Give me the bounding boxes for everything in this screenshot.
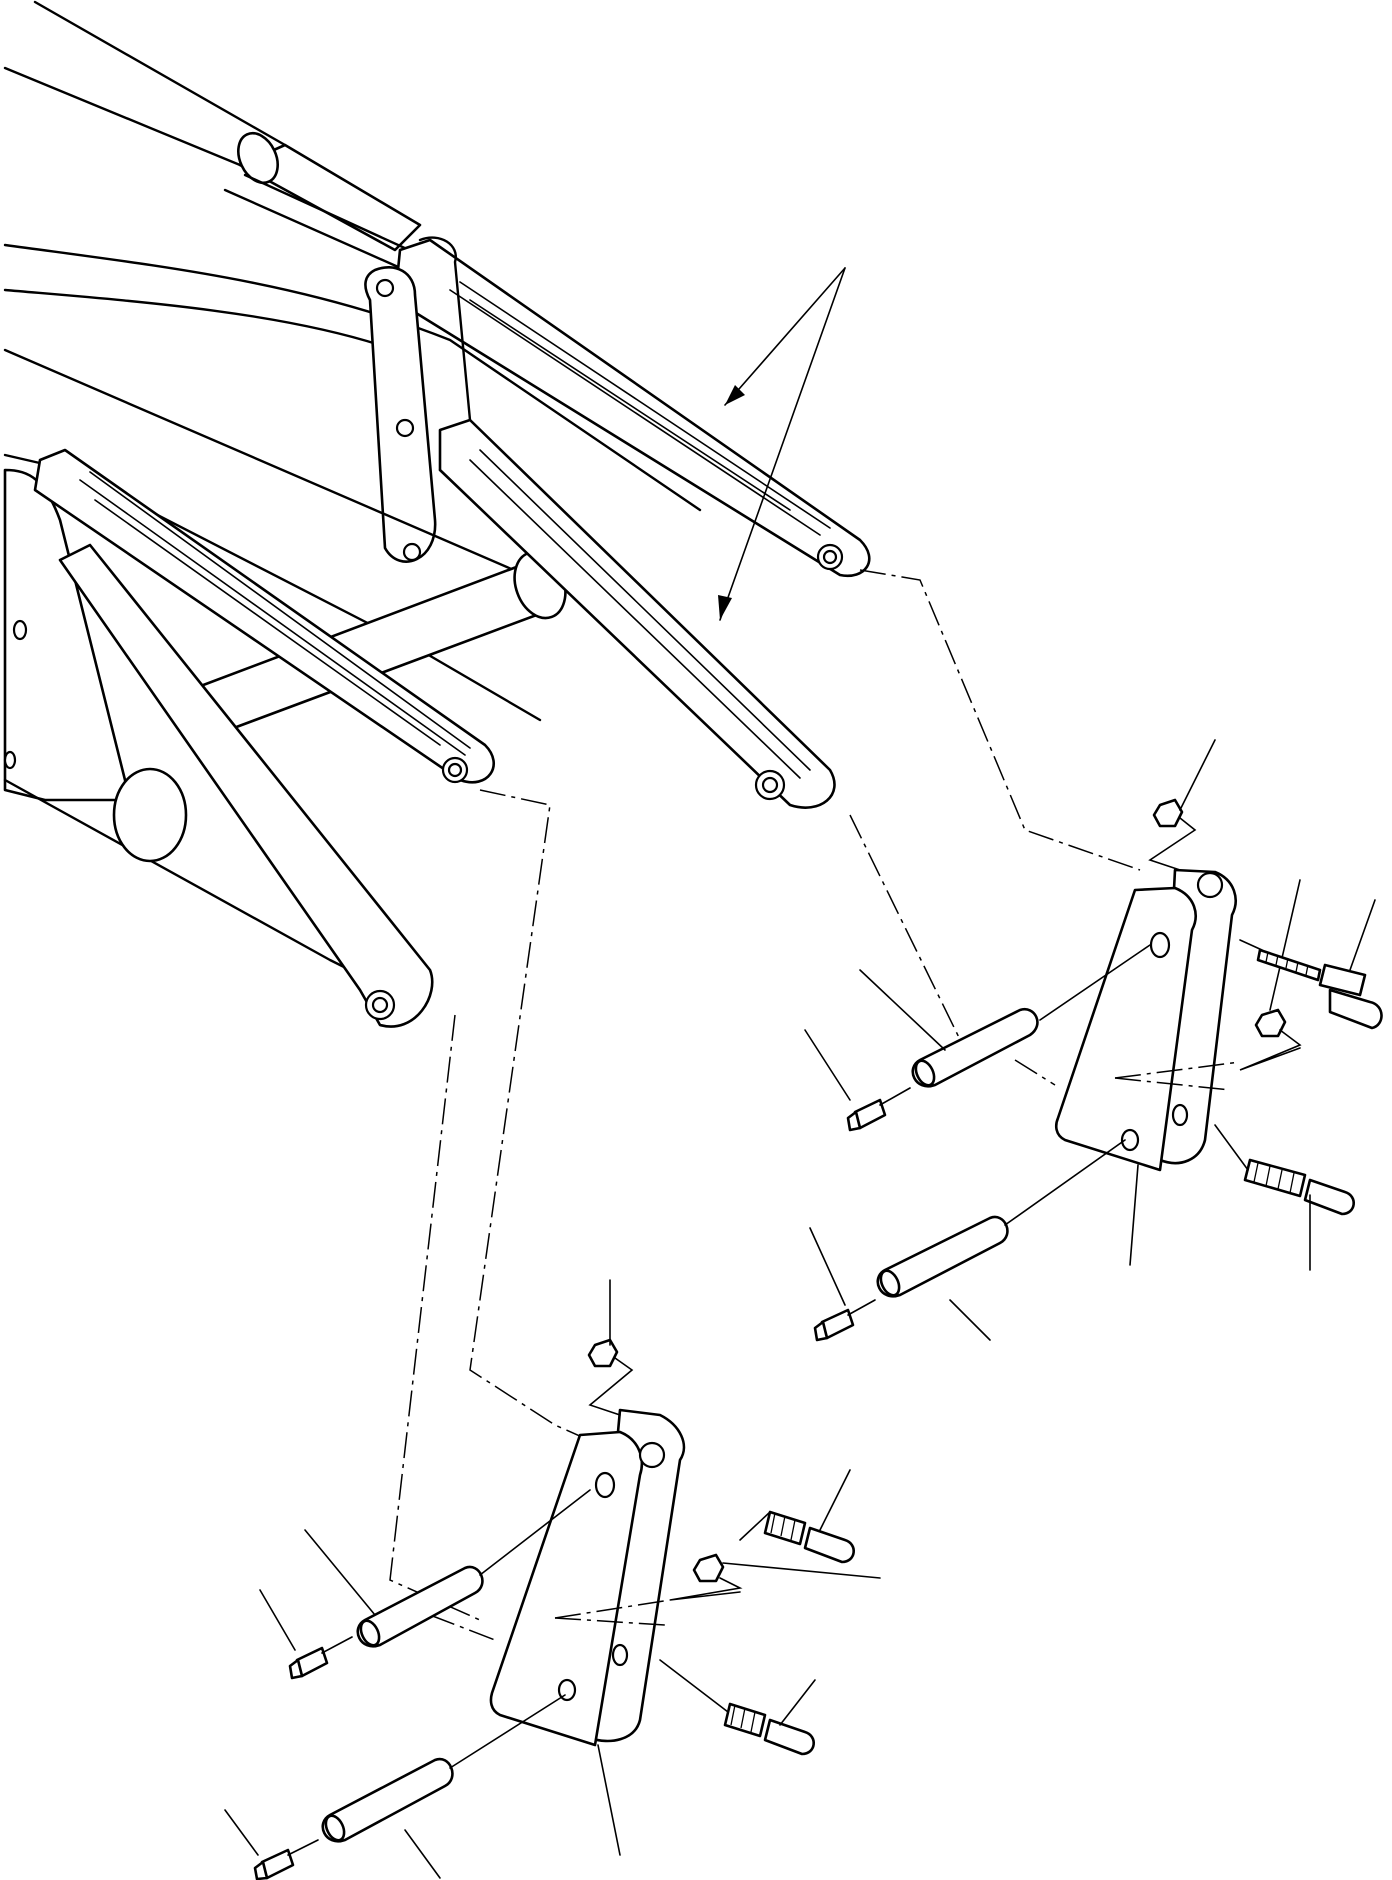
reference-arrows bbox=[718, 267, 846, 621]
nut-icon bbox=[1148, 739, 1216, 871]
pin-icon bbox=[304, 1489, 591, 1648]
lower-bracket-set bbox=[224, 1279, 881, 1880]
nut-icon bbox=[587, 1279, 634, 1416]
bracket-icon bbox=[1054, 868, 1237, 1266]
hydraulic-cylinder bbox=[3, 0, 422, 272]
loader-boom-assembly bbox=[3, 0, 871, 1028]
grease-nipple-icon bbox=[804, 1029, 911, 1132]
right-bracket-set bbox=[804, 739, 1383, 1342]
grease-nipple-icon bbox=[809, 1227, 876, 1342]
upper-boom-arm bbox=[3, 238, 871, 578]
grease-nipple-icon bbox=[224, 1809, 319, 1880]
pin-icon bbox=[321, 1694, 566, 1879]
bolt-icon bbox=[659, 1659, 816, 1756]
main-boom bbox=[3, 348, 562, 977]
lower-boom-arm bbox=[33, 448, 495, 784]
arrowhead-icon bbox=[718, 595, 732, 620]
grease-nipple-icon bbox=[259, 1589, 353, 1680]
pin-icon bbox=[859, 944, 1151, 1088]
bell-crank bbox=[364, 236, 472, 563]
nut-icon bbox=[554, 1553, 881, 1626]
nut-icon bbox=[1114, 879, 1302, 1091]
bolt-icon bbox=[1239, 899, 1383, 1030]
arrowhead-icon bbox=[725, 385, 745, 405]
pin-icon bbox=[876, 1139, 1126, 1341]
bracket-icon bbox=[489, 1408, 686, 1856]
assembly-lines bbox=[389, 569, 1141, 1641]
lower-strut bbox=[58, 418, 836, 1028]
bolt-icon bbox=[1214, 1124, 1355, 1271]
bolt-icon bbox=[739, 1469, 855, 1564]
